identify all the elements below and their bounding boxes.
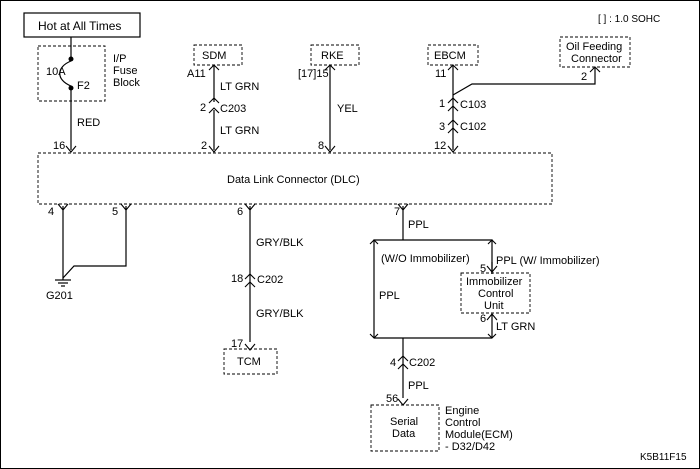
rke-pin-connector-icon xyxy=(324,64,336,71)
sdm-pin: A11 xyxy=(187,68,206,80)
sdm-pin-connector-icon xyxy=(208,64,220,71)
pin-16-connector-icon xyxy=(65,145,77,153)
rke-wire-color: YEL xyxy=(337,103,358,115)
ecm-wire-color-bottom: PPL xyxy=(408,380,429,392)
c103-connector-icon xyxy=(447,97,459,112)
ground-icon xyxy=(55,279,71,287)
c103-pin: 1 xyxy=(439,98,445,110)
dlc-pin-6: 6 xyxy=(237,206,243,218)
c102-pin: 3 xyxy=(439,121,445,133)
fuse-block-label-3: Block xyxy=(113,77,140,89)
power-source-label: Hot at All Times xyxy=(23,12,141,38)
icu-pin-in: 5 xyxy=(480,263,486,275)
dlc-pin-4: 4 xyxy=(48,206,54,218)
w-immobilizer-label: PPL (W/ Immobilizer) xyxy=(496,255,600,267)
ecm-wire-color-top: PPL xyxy=(408,219,429,231)
c203-label: C203 xyxy=(220,103,246,115)
svg-text:Immobilizer: Immobilizer xyxy=(466,276,523,288)
tcm-pin: 17 xyxy=(231,338,243,350)
oil-connector-pin: 2 xyxy=(581,71,587,83)
svg-text:RKE: RKE xyxy=(321,50,344,62)
pin-2-connector-icon xyxy=(208,145,220,153)
svg-text:Oil Feeding: Oil Feeding xyxy=(566,41,622,53)
svg-text:Hot at All Times: Hot at All Times xyxy=(38,19,121,33)
ground-label: G201 xyxy=(46,290,73,302)
c203-pin: 2 xyxy=(200,102,206,114)
figure-code: K5B11F15 xyxy=(640,452,687,463)
dlc-pin-16: 16 xyxy=(53,140,65,152)
c202-tcm-connector-icon xyxy=(244,273,256,288)
fuse-element-icon xyxy=(59,60,72,87)
c202-ecm-pin: 4 xyxy=(390,357,396,369)
svg-text:Unit: Unit xyxy=(484,300,504,312)
tcm-wire-color-2: GRY/BLK xyxy=(256,308,304,320)
wo-immobilizer-label: (W/O Immobilizer) xyxy=(381,253,470,265)
sdm-wire-color-2: LT GRN xyxy=(220,125,259,137)
svg-text:TCM: TCM xyxy=(237,356,261,368)
c103-label: C103 xyxy=(460,99,486,111)
branch-right-top-icon xyxy=(487,239,497,245)
fuse-name: F2 xyxy=(77,80,90,92)
sdm-wire-color-1: LT GRN xyxy=(220,81,259,93)
svg-text:Module(ECM): Module(ECM) xyxy=(445,429,513,441)
immobilizer-control-unit: Immobilizer Control Unit xyxy=(460,272,531,314)
pin-8-connector-icon xyxy=(324,145,336,153)
fuse-rating: 10A xyxy=(46,66,66,78)
wo-wire-color: PPL xyxy=(379,290,400,302)
ebcm-pin: 11 xyxy=(435,68,446,80)
icu-pin-out: 6 xyxy=(480,313,486,325)
tcm-module: TCM xyxy=(223,348,278,375)
svg-text:- D32/D42: - D32/D42 xyxy=(445,441,495,453)
tcm-pin-connector-icon xyxy=(244,343,256,351)
pin-12-connector-icon xyxy=(447,145,459,153)
c202-tcm-pin: 18 xyxy=(231,273,243,285)
svg-text:Serial: Serial xyxy=(390,416,418,428)
svg-text:EBCM: EBCM xyxy=(434,50,466,62)
oil-pin-connector-icon xyxy=(589,66,601,73)
svg-text:Engine: Engine xyxy=(445,405,479,417)
icu-pin-in-connector-icon xyxy=(486,265,498,273)
c102-label: C102 xyxy=(460,121,486,133)
rke-pin: [17]15 xyxy=(298,68,329,80)
note-sohc: [ ] : 1.0 SOHC xyxy=(598,14,660,25)
ecm-label: Engine Control Module(ECM) - D32/D42 xyxy=(445,405,513,453)
c202-ecm-connector-icon xyxy=(397,355,409,370)
tcm-wire-color-1: GRY/BLK xyxy=(256,237,304,249)
c203-connector-icon xyxy=(208,97,220,114)
data-link-connector: Data Link Connector (DLC) xyxy=(37,152,553,205)
wire-color-red: RED xyxy=(77,117,100,129)
svg-text:SDM: SDM xyxy=(202,50,226,62)
svg-text:Connector: Connector xyxy=(571,53,622,65)
oil-feeding-connector: Oil Feeding Connector xyxy=(559,36,631,68)
rke-module: RKE xyxy=(310,44,360,66)
ecm-pin: 56 xyxy=(386,393,398,405)
icu-wire-color: LT GRN xyxy=(496,321,535,333)
dlc-pin-5: 5 xyxy=(112,206,118,218)
dlc-pin-12: 12 xyxy=(434,140,446,152)
svg-text:Control: Control xyxy=(478,288,513,300)
svg-text:Control: Control xyxy=(445,417,480,429)
ebcm-pin-connector-icon xyxy=(447,64,459,71)
fuse-terminal-bottom-icon xyxy=(68,85,74,91)
dlc-pin-2: 2 xyxy=(201,140,207,152)
dlc-pin-7: 7 xyxy=(394,206,400,218)
dlc-pin-8: 8 xyxy=(318,140,324,152)
branch-left-top-icon xyxy=(369,239,379,245)
fuse-block-label: I/P xyxy=(113,53,126,65)
fuse-f2: 10A F2 xyxy=(37,37,106,150)
fuse-block-label-2: Fuse xyxy=(113,65,137,77)
svg-text:Data: Data xyxy=(392,428,416,440)
ecm-serial-data-box: Serial Data xyxy=(370,404,440,452)
dlc-label: Data Link Connector (DLC) xyxy=(227,174,360,186)
c102-connector-icon xyxy=(447,119,459,134)
sdm-module: SDM xyxy=(193,44,243,66)
c202-tcm-label: C202 xyxy=(257,274,283,286)
c202-ecm-label: C202 xyxy=(409,357,435,369)
icu-pin-out-connector-icon xyxy=(486,313,498,321)
fuse-terminal-top-icon xyxy=(68,56,74,62)
